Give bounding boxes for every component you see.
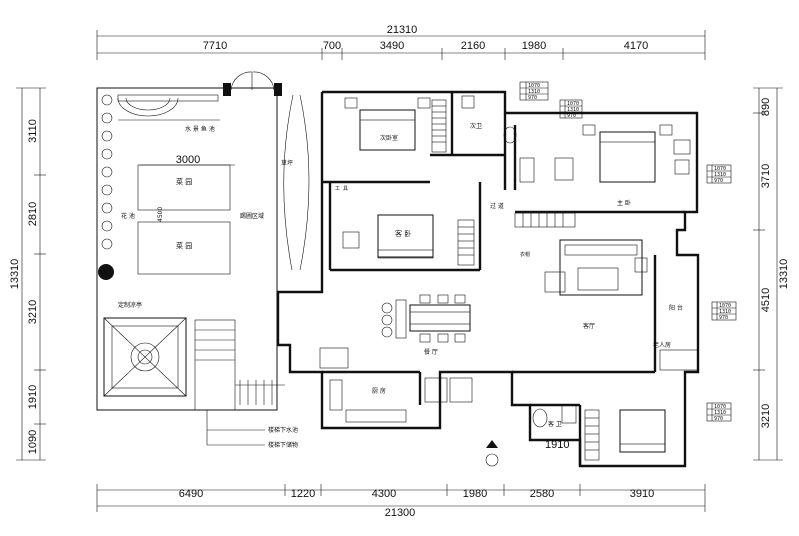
left-dim-5: 1090 [27, 430, 39, 454]
top-dim-2: 700 [323, 40, 341, 52]
spec-table-5: 1070 1310 970 [706, 402, 732, 422]
flower-bed-label: 花 池 [121, 212, 135, 220]
dining-label: 餐 厅 [424, 348, 438, 356]
right-dimensions: 890 3710 4510 3210 13310 [753, 87, 790, 461]
t5-r2: 1310 [714, 410, 726, 416]
corridor-label: 过 道 [490, 202, 504, 210]
t1-r2: 1310 [528, 89, 540, 95]
garden-area-label: 踢圃区域 [240, 212, 264, 220]
elder-room-label: 老人房 [653, 341, 671, 349]
t3-r2: 1310 [714, 172, 726, 178]
top-dimensions: 21310 7710 700 3490 2160 1980 4170 [96, 24, 706, 60]
t4-r2: 1310 [719, 309, 731, 315]
plant-column [98, 94, 114, 280]
balcony-label: 阳 台 [669, 304, 683, 312]
t1-r3: 970 [528, 95, 537, 101]
kitchen-label: 厨 房 [372, 387, 386, 395]
t5-r1: 1070 [714, 404, 726, 410]
spec-table-2: 1070 1310 970 [559, 99, 583, 119]
top-dim-6: 4170 [624, 40, 648, 52]
t3-r1: 1070 [714, 166, 726, 172]
top-dim-4: 2160 [461, 40, 485, 52]
left-dimensions: 13310 3110 2810 3210 1910 1090 [9, 87, 46, 461]
left-dim-1: 3110 [27, 119, 39, 143]
right-dim-3: 4510 [760, 288, 772, 312]
t4-r1: 1070 [719, 303, 731, 309]
furniture [319, 95, 699, 467]
bottom-dim-5: 2580 [530, 488, 554, 500]
stair-pool-note: 楼梯下水池 [268, 426, 298, 434]
t2-r1: 1070 [567, 101, 579, 107]
spec-table-3: 1070 1310 970 [706, 164, 732, 184]
t5-r3: 970 [714, 416, 723, 422]
tag-a-label: 工 具 [335, 186, 348, 192]
second-bath-label: 次卫 [470, 122, 482, 130]
bottom-dim-3: 4300 [372, 488, 396, 500]
left-dim-3: 3210 [27, 300, 39, 324]
guest-bedroom-label: 客 卧 [395, 229, 411, 238]
right-total-dim: 13310 [778, 259, 790, 290]
left-total-dim: 13310 [9, 259, 21, 290]
t4-r3: 970 [719, 315, 728, 321]
spec-table-1: 1070 1310 970 [519, 81, 549, 101]
left-dim-4: 1910 [27, 385, 39, 409]
tag-b-label: 衣帽 [520, 251, 530, 258]
left-dim-2: 2810 [27, 202, 39, 226]
bottom-dim-1: 6490 [179, 488, 203, 500]
spec-table-4: 1070 1310 970 [711, 301, 737, 321]
inner-dim-1910: 1910 [545, 439, 569, 451]
room-labels: 次卧室 次卫 客 卧 过 道 主 卧 餐 厅 客厅 阳 台 厨 房 客 卫 老人… [335, 122, 683, 451]
right-dim-2: 3710 [760, 164, 772, 188]
top-dim-1: 7710 [203, 40, 227, 52]
pavilion-label: 定制凉亭 [118, 301, 142, 309]
bottom-dim-2: 1220 [291, 488, 315, 500]
right-dim-4: 3210 [760, 404, 772, 428]
inner-dim-4500: 4500 [157, 207, 164, 222]
top-total-dim: 21310 [387, 24, 418, 36]
top-dim-5: 1980 [522, 40, 546, 52]
spec-tables: 1070 1310 970 1070 1310 970 1070 1310 97… [519, 81, 737, 422]
lawn-label: 草坪 [281, 159, 293, 167]
stair-storage-note: 楼梯下储物 [268, 441, 298, 449]
bottom-dim-6: 3910 [630, 488, 654, 500]
living-room-label: 客厅 [583, 322, 595, 330]
inner-dim-3000: 3000 [176, 154, 200, 166]
bottom-dimensions: 6490 1220 4300 1980 2580 3910 21300 [96, 484, 706, 519]
bottom-dim-4: 1980 [463, 488, 487, 500]
t1-r1: 1070 [528, 83, 540, 89]
right-dim-1: 890 [760, 98, 772, 116]
bottom-total-dim: 21300 [385, 507, 416, 519]
t2-r3: 970 [567, 113, 576, 119]
guest-bath-label: 客 卫 [548, 420, 562, 428]
veg-garden-1-label: 菜 园 [176, 177, 192, 186]
t3-r3: 970 [714, 178, 723, 184]
t2-r2: 1310 [567, 107, 579, 113]
second-master-label: 次卧室 [380, 134, 398, 142]
water-pond-label: 水 景 鱼 池 [185, 125, 215, 133]
house-walls [276, 90, 700, 468]
top-dim-3: 3490 [380, 40, 404, 52]
veg-garden-2-label: 菜 园 [176, 241, 192, 250]
garden-area: 水 景 鱼 池 3000 4500 菜 园 菜 园 花 池 踢圃区域 草坪 定制… [96, 71, 310, 449]
master-bedroom-label: 主 卧 [617, 199, 631, 207]
